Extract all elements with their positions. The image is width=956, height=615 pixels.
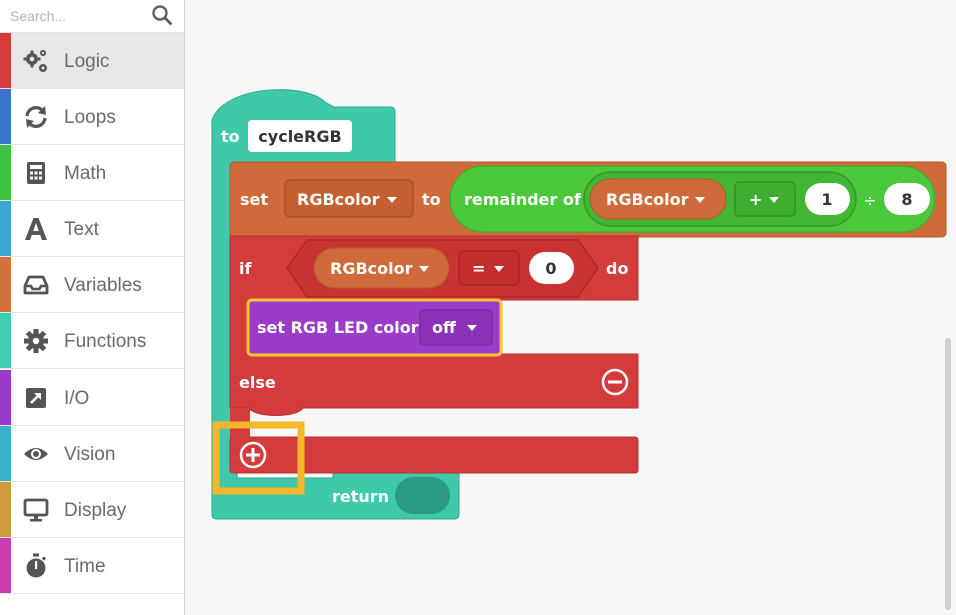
category-label: Variables bbox=[64, 275, 142, 296]
set-label: set bbox=[240, 190, 268, 209]
remove-else-button[interactable] bbox=[601, 368, 629, 396]
minus-icon bbox=[608, 380, 622, 384]
category-label: Time bbox=[64, 556, 106, 577]
category-label: Functions bbox=[64, 331, 147, 352]
monitor-icon bbox=[23, 498, 49, 522]
if-label: if bbox=[239, 259, 252, 278]
category-color-stripe bbox=[0, 89, 11, 144]
category-label: Math bbox=[64, 163, 107, 184]
search-bar bbox=[0, 0, 184, 33]
category-time[interactable]: Time bbox=[0, 538, 184, 594]
inbox-icon bbox=[23, 275, 49, 295]
chevron-down-icon bbox=[769, 197, 779, 203]
search-icon[interactable] bbox=[151, 4, 173, 26]
compare-value: 0 bbox=[545, 259, 556, 278]
compare-variable-dropdown[interactable] bbox=[313, 247, 450, 289]
category-display[interactable]: Display bbox=[0, 482, 184, 538]
add-else-if-button[interactable] bbox=[239, 441, 267, 469]
category-vision[interactable]: Vision bbox=[0, 426, 184, 482]
chevron-down-icon bbox=[419, 266, 429, 272]
eye-icon bbox=[24, 448, 48, 460]
function-name: cycleRGB bbox=[258, 127, 341, 146]
led-block-label: set RGB LED color bbox=[257, 318, 419, 337]
category-color-stripe bbox=[0, 257, 11, 312]
workspace-canvas: to cycleRGB return set RGBcolor to remai… bbox=[211, 89, 947, 520]
vertical-scrollbar[interactable] bbox=[945, 338, 951, 610]
chevron-down-icon bbox=[387, 197, 397, 203]
operand-variable-name: RGBcolor bbox=[606, 190, 689, 209]
category-label: Loops bbox=[64, 107, 116, 128]
category-label: Logic bbox=[64, 51, 110, 72]
gears-icon bbox=[23, 50, 47, 72]
gear-icon bbox=[24, 329, 48, 353]
chevron-down-icon bbox=[695, 197, 705, 203]
category-logic[interactable]: Logic bbox=[0, 33, 184, 89]
compare-operator-dropdown[interactable] bbox=[458, 250, 520, 286]
operand-number-field[interactable] bbox=[805, 183, 850, 215]
category-functions[interactable]: Functions bbox=[0, 313, 184, 369]
category-text[interactable]: Text bbox=[0, 201, 184, 257]
plus-icon-vertical bbox=[251, 448, 255, 462]
toolbox-sidebar: Logic Loops Math Text bbox=[0, 0, 185, 615]
category-color-stripe bbox=[0, 370, 11, 425]
category-label: Display bbox=[64, 500, 127, 521]
compare-value-field[interactable] bbox=[529, 252, 574, 284]
remainder-of-block[interactable]: remainder of RGBcolor + 1 ÷ 8 bbox=[449, 165, 936, 233]
category-color-stripe bbox=[0, 313, 11, 368]
led-color-dropdown[interactable] bbox=[419, 309, 493, 346]
compare-block[interactable]: RGBcolor = 0 bbox=[286, 239, 599, 298]
compare-operator: = bbox=[472, 259, 485, 278]
led-color-value: off bbox=[432, 318, 457, 337]
divide-symbol: ÷ bbox=[863, 191, 876, 210]
category-variables[interactable]: Variables bbox=[0, 257, 184, 313]
letter-a-icon bbox=[25, 218, 47, 240]
function-definition-block[interactable]: to cycleRGB return bbox=[211, 89, 460, 520]
operand-number: 1 bbox=[821, 190, 832, 209]
do-label: do bbox=[606, 259, 628, 278]
category-color-stripe bbox=[0, 201, 11, 256]
category-label: Text bbox=[64, 219, 99, 240]
category-label: Vision bbox=[64, 444, 116, 465]
operand-variable-dropdown[interactable] bbox=[589, 178, 727, 220]
set-to-label: to bbox=[422, 190, 441, 209]
category-color-stripe bbox=[0, 426, 11, 481]
category-color-stripe bbox=[0, 538, 11, 593]
category-color-stripe bbox=[0, 145, 11, 200]
return-value-socket[interactable] bbox=[395, 477, 450, 514]
external-arrow-icon bbox=[26, 388, 46, 408]
category-color-stripe bbox=[0, 482, 11, 537]
divisor-number: 8 bbox=[901, 190, 912, 209]
block-workspace[interactable]: to cycleRGB return set RGBcolor to remai… bbox=[185, 0, 956, 615]
set-variable-block[interactable]: set RGBcolor to remainder of RGBcolor + … bbox=[229, 161, 947, 238]
compare-variable-name: RGBcolor bbox=[330, 259, 413, 278]
loop-arrows-icon bbox=[25, 106, 47, 128]
set-variable-dropdown[interactable] bbox=[284, 179, 414, 218]
category-loops[interactable]: Loops bbox=[0, 89, 184, 145]
category-io[interactable]: I/O bbox=[0, 370, 184, 426]
category-color-stripe bbox=[0, 33, 11, 88]
to-label: to bbox=[221, 127, 240, 146]
operator-symbol: + bbox=[749, 190, 762, 209]
set-rgb-led-color-block[interactable]: set RGB LED color off bbox=[246, 298, 503, 357]
if-block-footer bbox=[229, 436, 639, 474]
calculator-icon bbox=[27, 162, 45, 184]
chevron-down-icon bbox=[494, 266, 504, 272]
category-label: I/O bbox=[64, 388, 90, 409]
if-else-block[interactable]: if RGBcolor = 0 do else bbox=[212, 235, 639, 495]
search-input[interactable] bbox=[0, 0, 160, 32]
function-name-field[interactable] bbox=[248, 120, 352, 152]
set-variable-name: RGBcolor bbox=[297, 190, 380, 209]
operator-dropdown[interactable] bbox=[734, 181, 796, 217]
chevron-down-icon bbox=[467, 325, 477, 331]
highlight-box bbox=[212, 421, 305, 495]
stopwatch-icon bbox=[26, 553, 47, 578]
divisor-field[interactable] bbox=[884, 183, 930, 215]
category-math[interactable]: Math bbox=[0, 145, 184, 201]
remainder-label: remainder of bbox=[464, 190, 582, 209]
else-label: else bbox=[239, 373, 276, 392]
return-label: return bbox=[332, 487, 389, 506]
